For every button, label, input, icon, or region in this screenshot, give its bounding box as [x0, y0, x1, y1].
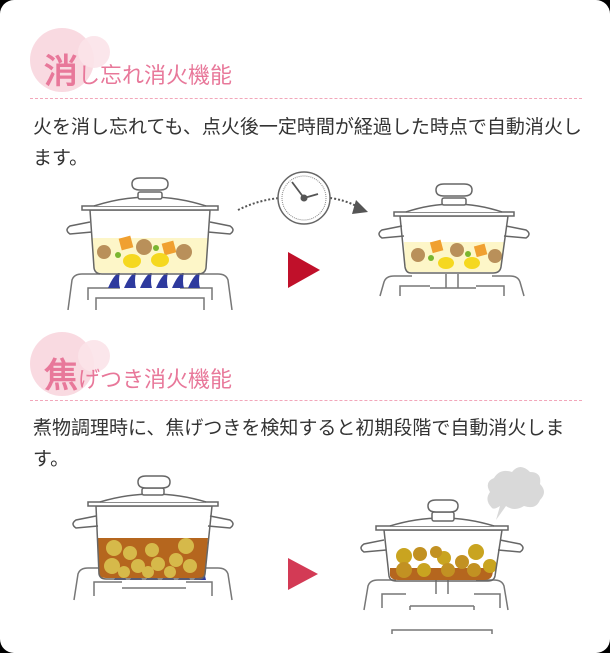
pot-after-icon [378, 183, 530, 297]
pot-burnt-after-icon [360, 467, 544, 634]
pot-stew-before-icon [72, 475, 234, 601]
title-decor-circle-small [78, 340, 110, 372]
title-rest: し忘れ消火機能 [78, 64, 233, 89]
title-first-char: 焦 [44, 356, 78, 396]
arrow-right-icon [288, 558, 318, 590]
pot-before-icon [66, 177, 234, 310]
section-description: 煮物調理時に、焦げつきを検知すると初期段階で自動消火します。 [33, 417, 565, 470]
clock-icon [277, 171, 331, 225]
auto-off-illustration [66, 171, 530, 310]
divider [30, 98, 582, 99]
smoke-icon [487, 467, 544, 520]
title-rest: げつき消火機能 [78, 368, 233, 393]
arrow-right-icon [288, 252, 320, 288]
scorch-off-illustration [72, 467, 544, 634]
title-decor-circle-small [78, 36, 110, 68]
section-description: 火を消し忘れても、点火後一定時間が経過した時点で自動消火します。 [33, 116, 582, 169]
title-first-char: 消 [44, 52, 78, 92]
dotted-arc [237, 197, 281, 211]
divider [30, 400, 582, 401]
